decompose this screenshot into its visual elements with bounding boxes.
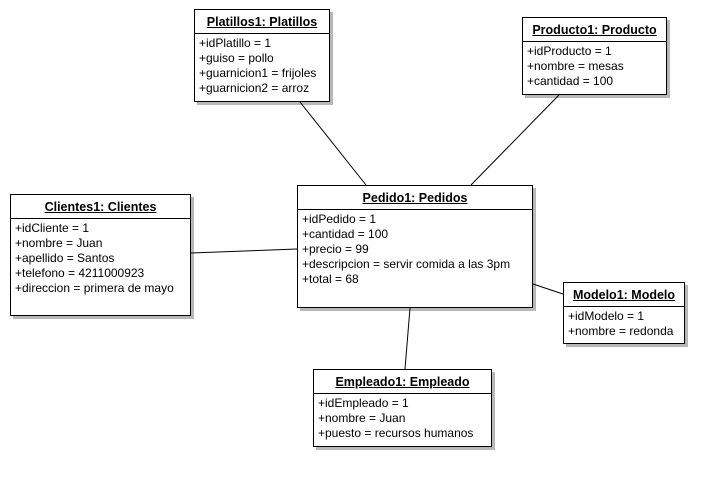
attribute-list: +idEmpleado = 1 +nombre = Juan +puesto =… (314, 394, 491, 444)
attribute-row: +idModelo = 1 (568, 309, 645, 323)
object-title: Platillos1: Platillos (195, 10, 329, 34)
attribute-row: +cantidad = 100 (527, 74, 614, 88)
attribute-row: +idCliente = 1 (15, 221, 90, 235)
attribute-list: +idModelo = 1 +nombre = redonda (564, 307, 684, 342)
attribute-row: +nombre = Juan (318, 411, 406, 425)
attribute-row: +idProducto = 1 (527, 44, 612, 58)
attribute-row: +puesto = recursos humanos (318, 426, 474, 440)
object-title: Empleado1: Empleado (314, 370, 491, 394)
object-box-pedido[interactable]: Pedido1: Pedidos +idPedido = 1 +cantidad… (297, 185, 533, 308)
association-line-producto-pedido (470, 94, 560, 186)
attribute-row: +guiso = pollo (199, 51, 274, 65)
attribute-row: +nombre = redonda (568, 324, 674, 338)
object-box-empleado[interactable]: Empleado1: Empleado +idEmpleado = 1 +nom… (313, 369, 492, 447)
object-box-producto[interactable]: Producto1: Producto +idProducto = 1 +nom… (522, 17, 667, 95)
object-title: Producto1: Producto (523, 18, 666, 42)
attribute-row: +direccion = primera de mayo (15, 281, 174, 295)
attribute-list: +idPedido = 1 +cantidad = 100 +precio = … (298, 210, 532, 290)
attribute-row: +descripcion = servir comida a las 3pm (302, 257, 511, 271)
attribute-row: +apellido = Santos (15, 251, 115, 265)
object-title: Clientes1: Clientes (11, 195, 190, 219)
object-box-platillos[interactable]: Platillos1: Platillos +idPlatillo = 1 +g… (194, 9, 330, 102)
attribute-row: +guarnicion2 = arroz (199, 81, 310, 95)
attribute-row: +nombre = mesas (527, 59, 624, 73)
attribute-row: +nombre = Juan (15, 236, 103, 250)
attribute-row: +cantidad = 100 (302, 227, 389, 241)
attribute-row: +idPedido = 1 (302, 212, 377, 226)
attribute-list: +idCliente = 1 +nombre = Juan +apellido … (11, 219, 190, 299)
attribute-row: +total = 68 (302, 272, 359, 286)
association-line-pedido-modelo (532, 283, 564, 295)
object-title: Pedido1: Pedidos (298, 186, 532, 210)
attribute-row: +guarnicion1 = frijoles (199, 66, 317, 80)
attribute-row: +telefono = 4211000923 (15, 266, 145, 280)
attribute-row: +idEmpleado = 1 (318, 396, 409, 410)
object-box-modelo[interactable]: Modelo1: Modelo +idModelo = 1 +nombre = … (563, 282, 685, 344)
association-line-platillos-pedido (299, 101, 367, 186)
association-line-pedido-empleado (404, 307, 411, 370)
attribute-list: +idPlatillo = 1 +guiso = pollo +guarnici… (195, 34, 329, 99)
attribute-row: +precio = 99 (302, 242, 369, 256)
association-line-clientes-pedido (190, 248, 298, 254)
attribute-list: +idProducto = 1 +nombre = mesas +cantida… (523, 42, 666, 92)
object-box-clientes[interactable]: Clientes1: Clientes +idCliente = 1 +nomb… (10, 194, 191, 316)
object-title: Modelo1: Modelo (564, 283, 684, 307)
attribute-row: +idPlatillo = 1 (199, 36, 272, 50)
